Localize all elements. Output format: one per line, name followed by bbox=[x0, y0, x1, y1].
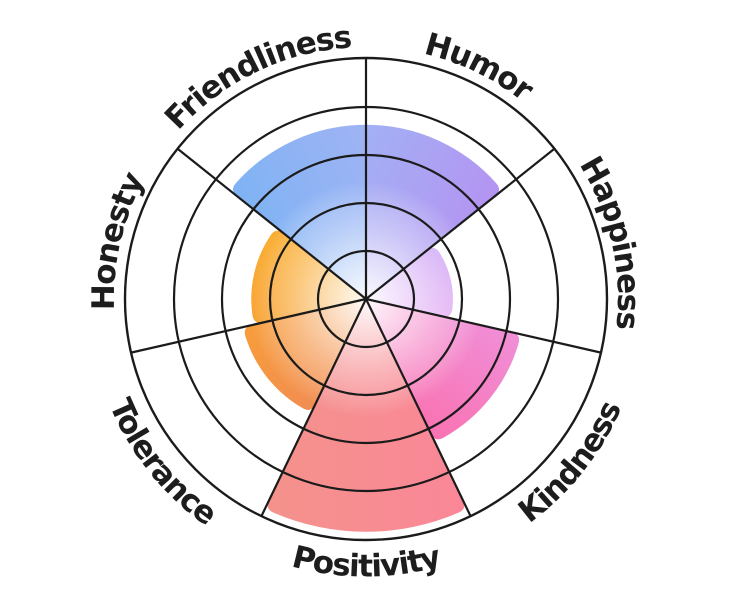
sector-label-text-kindness: Kindness bbox=[512, 396, 630, 530]
sector-label-kindness: Kindness bbox=[512, 396, 629, 530]
sector-label-text-positivity: Positivity bbox=[289, 539, 446, 585]
sector-label-text-honesty: Honesty bbox=[86, 166, 153, 310]
sector-label-friendliness: Friendliness bbox=[158, 19, 352, 136]
grid-spokes bbox=[130, 58, 602, 517]
sector-label-text-happiness: Happiness bbox=[572, 150, 647, 330]
sector-label-text-tolerance: Tolerance bbox=[102, 393, 224, 532]
sector-label-humor: Humor bbox=[421, 26, 541, 108]
sector-label-happiness: Happiness bbox=[572, 150, 646, 330]
sector-label-text-humor: Humor bbox=[421, 26, 542, 108]
sector-label-tolerance: Tolerance bbox=[102, 393, 223, 532]
sector-label-positivity: Positivity bbox=[289, 539, 445, 585]
sector-label-text-friendliness: Friendliness bbox=[158, 19, 354, 136]
sector-label-honesty: Honesty bbox=[86, 166, 152, 310]
